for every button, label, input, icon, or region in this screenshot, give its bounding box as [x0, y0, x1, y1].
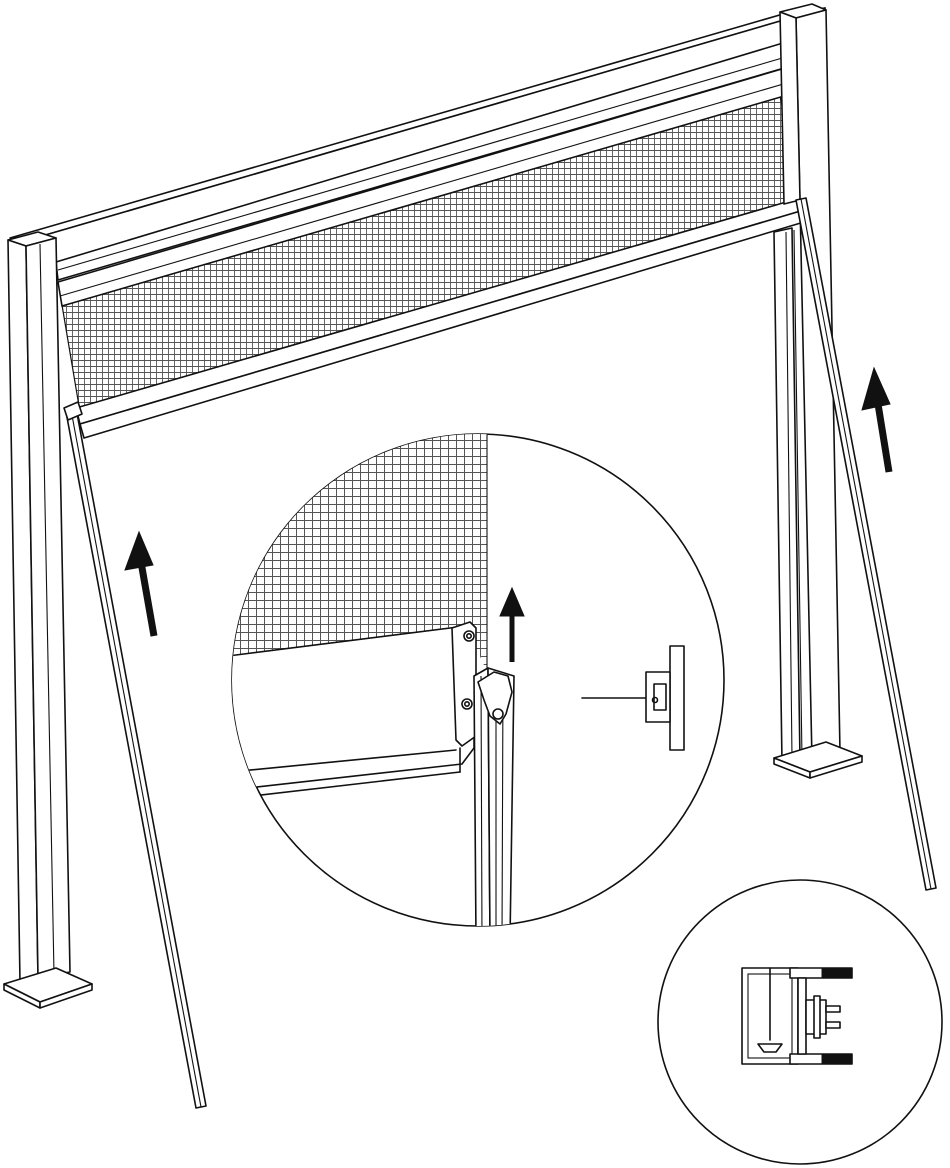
detail-circle-bracket	[231, 433, 725, 927]
left-side-rail	[63, 401, 207, 1109]
detail-circle-profile	[657, 879, 943, 1165]
right-side-rail	[795, 197, 937, 891]
top-beam	[9, 7, 827, 281]
right-post	[773, 3, 863, 779]
left-post	[3, 231, 93, 1009]
arrow-up-icon	[124, 530, 158, 637]
arrow-up-icon	[861, 366, 893, 473]
